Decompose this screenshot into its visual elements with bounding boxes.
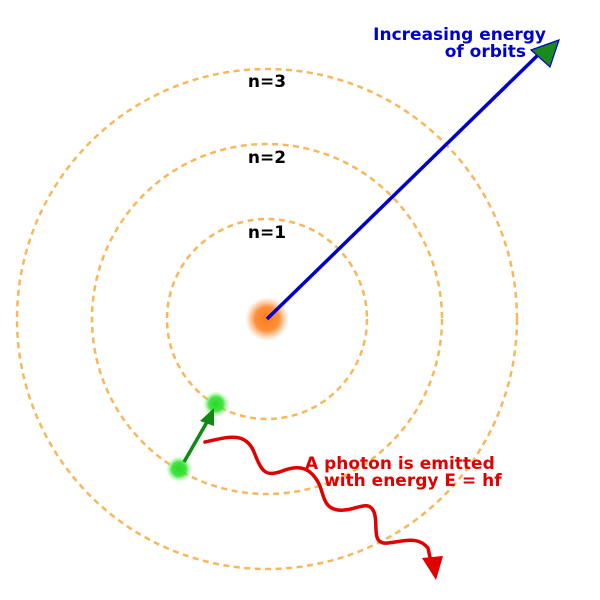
transition-arrowhead-icon bbox=[200, 408, 214, 426]
orbit-n3 bbox=[15, 67, 519, 571]
energy-label-line2: of orbits bbox=[445, 42, 526, 62]
orbit-n2 bbox=[90, 142, 444, 496]
orbit-label-n1: n=1 bbox=[248, 223, 286, 243]
energy-arrowhead-icon bbox=[529, 39, 560, 69]
orbit-label-n2: n=2 bbox=[248, 148, 286, 168]
energy-label-line1: Increasing energy bbox=[373, 25, 546, 45]
transition-arrow bbox=[182, 421, 209, 463]
photon-label-line2: with energy E = hf bbox=[324, 471, 502, 491]
electron-outer-orbit bbox=[166, 456, 192, 482]
orbit-n1 bbox=[165, 217, 369, 421]
electron-inner-orbit bbox=[203, 391, 229, 417]
orbit-label-n3: n=3 bbox=[248, 72, 286, 92]
photon-label-line1: A photon is emitted bbox=[305, 454, 495, 474]
photon-arrowhead-icon bbox=[422, 556, 443, 580]
energy-arrow bbox=[265, 53, 540, 321]
photon-wave bbox=[203, 435, 433, 564]
